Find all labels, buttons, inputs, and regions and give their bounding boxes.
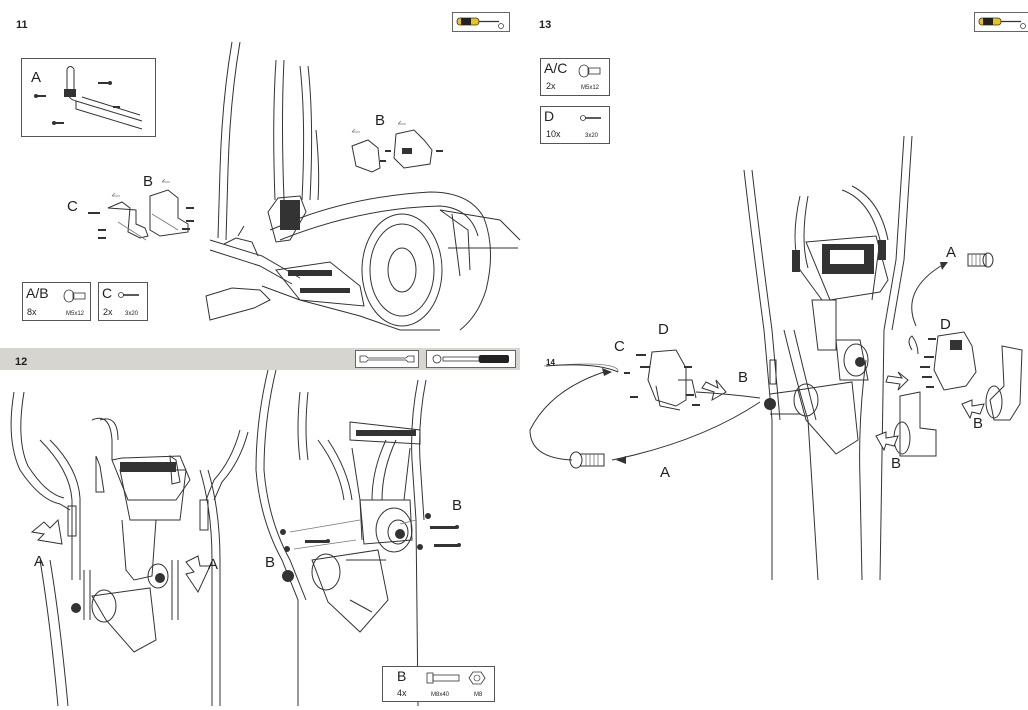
part-label: A/B bbox=[26, 285, 49, 301]
part-size: M8x40 bbox=[431, 692, 450, 698]
callout-a: A bbox=[31, 69, 42, 86]
part-box-b: B 4x M8x40 M8 bbox=[382, 666, 495, 702]
step-11-detail-a: A bbox=[21, 58, 156, 137]
callout-b-exploded: B bbox=[143, 173, 154, 190]
screw-icon bbox=[580, 115, 601, 121]
callout-b-right: B bbox=[973, 415, 984, 432]
part-box-a-c: A/C 2x M5x12 bbox=[540, 58, 610, 96]
callout-b-center: B bbox=[738, 369, 749, 386]
callout-b-right: B bbox=[452, 497, 463, 514]
step-13-tool-box bbox=[974, 12, 1028, 32]
callout-b-main: B bbox=[375, 112, 386, 129]
part-box-c: C 2x 3x20 bbox=[98, 282, 148, 321]
bolt-icon bbox=[578, 64, 601, 78]
callout-d-left: D bbox=[658, 321, 669, 338]
part-size: M5x12 bbox=[581, 85, 600, 91]
part-label: D bbox=[544, 108, 555, 124]
step-11-number: 11 bbox=[16, 19, 28, 31]
step-13-number: 13 bbox=[539, 19, 552, 31]
part-label: B bbox=[397, 668, 407, 684]
wrench-icon bbox=[359, 355, 415, 363]
callout-d-right: D bbox=[940, 316, 951, 333]
callout-a-right: A bbox=[208, 556, 219, 573]
bolt-nut-icon bbox=[426, 671, 486, 685]
screwdriver-icon bbox=[978, 17, 1026, 29]
callout-c: C bbox=[614, 338, 625, 355]
part-qty: 8x bbox=[27, 307, 37, 317]
part-size-nut: M8 bbox=[474, 692, 483, 698]
callout-a-bottom: A bbox=[660, 464, 671, 481]
part-label: A/C bbox=[544, 60, 568, 76]
screw-icon bbox=[118, 292, 139, 298]
part-qty: 4x bbox=[397, 688, 407, 698]
part-label: C bbox=[102, 285, 113, 301]
callout-b-bottom: B bbox=[891, 455, 902, 472]
step-12-wrench-box bbox=[355, 350, 419, 368]
part-box-a-b: A/B 8x M5x12 bbox=[22, 282, 91, 321]
part-size: M5x12 bbox=[66, 311, 85, 317]
part-qty: 10x bbox=[546, 129, 561, 139]
callout-a-left: A bbox=[34, 553, 45, 570]
screwdriver-icon bbox=[456, 17, 504, 29]
callout-c: C bbox=[67, 198, 78, 215]
part-qty: 2x bbox=[546, 81, 556, 91]
bolt-icon bbox=[63, 289, 86, 303]
step-12-number: 12 bbox=[15, 356, 28, 368]
allen-key-icon bbox=[432, 354, 509, 364]
part-size: 3x20 bbox=[585, 133, 599, 139]
reference-number: 14 bbox=[546, 358, 555, 367]
part-size: 3x20 bbox=[125, 311, 139, 317]
part-box-d: D 10x 3x20 bbox=[540, 106, 610, 144]
part-qty: 2x bbox=[103, 307, 113, 317]
callout-b-left: B bbox=[265, 554, 276, 571]
callout-a-top: A bbox=[946, 244, 957, 261]
step-12-allen-key-box bbox=[426, 350, 516, 368]
step-11-tool-box bbox=[452, 12, 510, 32]
